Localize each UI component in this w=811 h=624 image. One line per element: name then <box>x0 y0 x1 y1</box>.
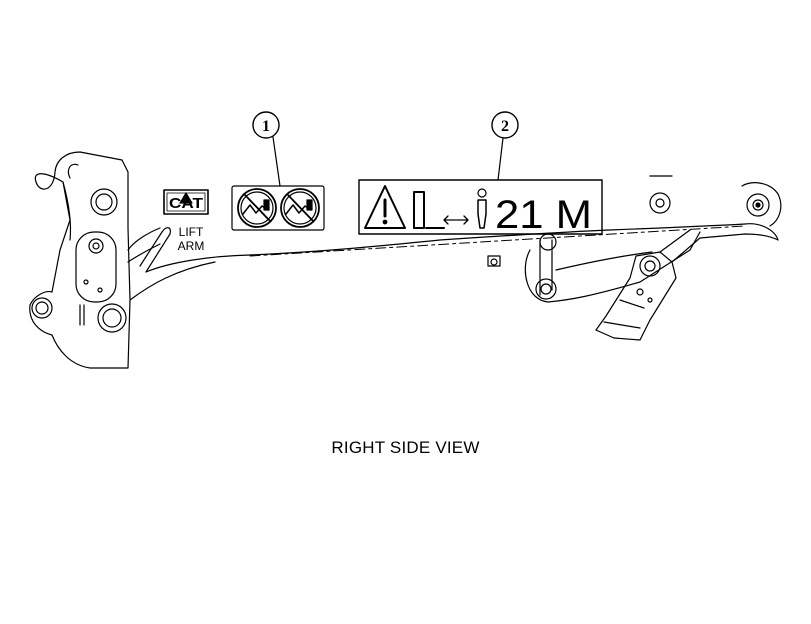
cat-logo-decal: CAT <box>163 189 209 215</box>
decal-2: 21 M <box>358 179 603 237</box>
lift-arm-label-line1: LIFT <box>179 225 204 239</box>
callout-1: 1 <box>252 111 281 187</box>
cat-logo-text: CAT <box>169 195 203 212</box>
callout-2: 2 <box>491 111 519 181</box>
lift-arm-pointer <box>139 227 171 273</box>
lift-arm-label-line2: ARM <box>178 239 205 253</box>
figure-caption: RIGHT SIDE VIEW <box>331 438 480 457</box>
lift-arm-profile <box>129 223 779 301</box>
decal-1 <box>231 185 325 231</box>
right-linkage <box>487 175 782 341</box>
callout-2-number: 2 <box>501 118 509 135</box>
decal-2-code: 21 M <box>495 193 592 237</box>
callout-1-number: 1 <box>262 118 270 135</box>
lift-arm-bracket <box>29 151 161 369</box>
